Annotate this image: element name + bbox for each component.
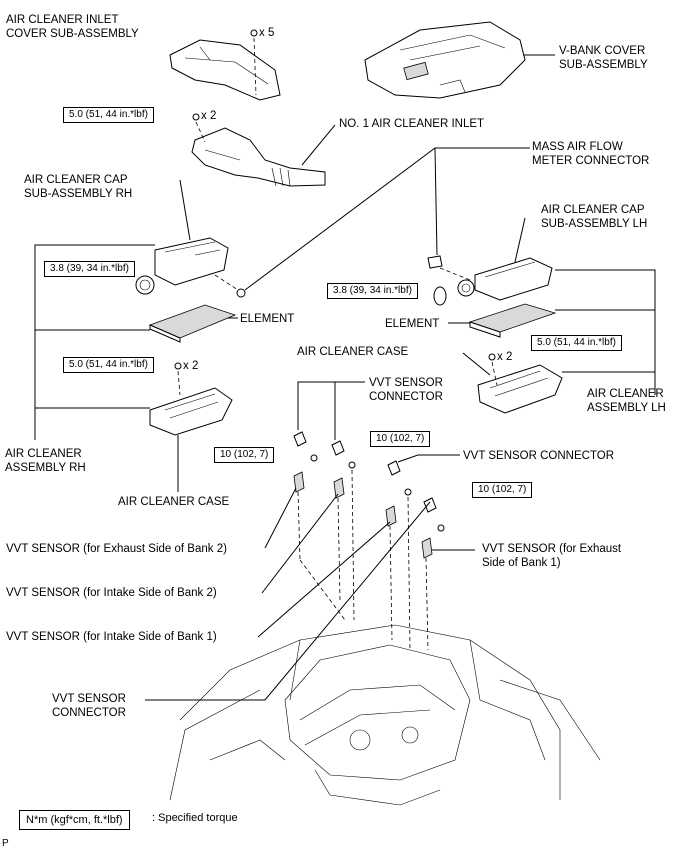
label-air-cleaner-inlet-cover: AIR CLEANER INLET COVER SUB-ASSEMBLY <box>6 14 139 40</box>
label-vvt-sensor-connector-top: VVT SENSOR CONNECTOR <box>369 377 443 403</box>
label-air-cleaner-cap-lh: AIR CLEANER CAP SUB-ASSEMBLY LH <box>541 204 648 230</box>
case-rh-bolt-quantity: x 2 <box>183 360 199 372</box>
air-cleaner-cap-lh-illustration <box>427 255 553 306</box>
air-cleaner-case-lh-illustration <box>477 364 563 414</box>
torque-case-rh: 5.0 (51, 44 in.*lbf) <box>63 357 154 373</box>
label-air-cleaner-assembly-lh: AIR CLEANER ASSEMBLY LH <box>587 388 666 414</box>
torque-vvt-c: 10 (102, 7) <box>472 482 533 498</box>
figure-code: P <box>2 838 9 849</box>
air-cleaner-inlet-cover-illustration <box>169 39 281 101</box>
torque-inlet-bolt: 5.0 (51, 44 in.*lbf) <box>63 107 154 123</box>
engine-illustration <box>169 624 601 806</box>
air-cleaner-cap-rh-illustration <box>135 237 229 295</box>
maf-connector-rh <box>236 288 246 298</box>
leader-inlet <box>301 124 336 166</box>
cover-clip-quantity: x 5 <box>259 27 275 39</box>
label-vvt-sensor-exhaust-bank2: VVT SENSOR (for Exhaust Side of Bank 2) <box>6 543 227 555</box>
case-lh-bolt-quantity: x 2 <box>497 351 513 363</box>
torque-cap-rh: 3.8 (39, 34 in.*lbf) <box>44 261 135 277</box>
label-air-cleaner-assembly-rh: AIR CLEANER ASSEMBLY RH <box>5 448 86 474</box>
torque-cap-lh: 3.8 (39, 34 in.*lbf) <box>327 283 418 299</box>
label-vvt-sensor-exhaust-bank1: VVT SENSOR (for Exhaust Side of Bank 1) <box>482 543 622 569</box>
case-rh-bolt <box>174 362 182 370</box>
label-v-bank-cover: V-BANK COVER SUB-ASSEMBLY <box>559 45 648 71</box>
inlet-bolt <box>192 113 200 121</box>
element-lh-illustration <box>468 303 557 338</box>
label-no1-air-cleaner-inlet: NO. 1 AIR CLEANER INLET <box>339 118 485 130</box>
label-air-cleaner-cap-rh: AIR CLEANER CAP SUB-ASSEMBLY RH <box>24 174 133 200</box>
label-element-lh: ELEMENT <box>385 318 440 330</box>
torque-case-lh: 5.0 (51, 44 in.*lbf) <box>531 335 622 351</box>
element-rh-illustration <box>148 304 237 343</box>
label-vvt-sensor-connector-right: VVT SENSOR CONNECTOR <box>463 450 615 462</box>
torque-vvt-a: 10 (102, 7) <box>214 447 275 463</box>
air-cleaner-case-rh-illustration <box>149 387 233 436</box>
inlet-bolt-quantity: x 2 <box>201 110 217 122</box>
torque-vvt-b: 10 (102, 7) <box>370 431 431 447</box>
no1-air-cleaner-inlet-illustration <box>191 127 326 187</box>
cover-clip <box>250 29 258 96</box>
case-lh-bolt <box>488 353 496 361</box>
label-air-cleaner-case-lh: AIR CLEANER CASE <box>297 346 409 358</box>
label-vvt-sensor-connector-bottom: VVT SENSOR CONNECTOR <box>52 693 126 719</box>
label-vvt-sensor-intake-bank2: VVT SENSOR (for Intake Side of Bank 2) <box>6 587 217 599</box>
vvt-components <box>293 431 445 651</box>
label-vvt-sensor-intake-bank1: VVT SENSOR (for Intake Side of Bank 1) <box>6 631 217 643</box>
v-bank-cover-illustration <box>364 21 526 99</box>
label-air-cleaner-case-rh: AIR CLEANER CASE <box>118 496 230 508</box>
label-element-rh: ELEMENT <box>240 313 295 325</box>
label-mass-air-flow-connector: MASS AIR FLOW METER CONNECTOR <box>532 141 650 167</box>
legend-torque-meaning: : Specified torque <box>152 812 238 824</box>
legend-torque-unit: N*m (kgf*cm, ft.*lbf) <box>19 810 130 830</box>
